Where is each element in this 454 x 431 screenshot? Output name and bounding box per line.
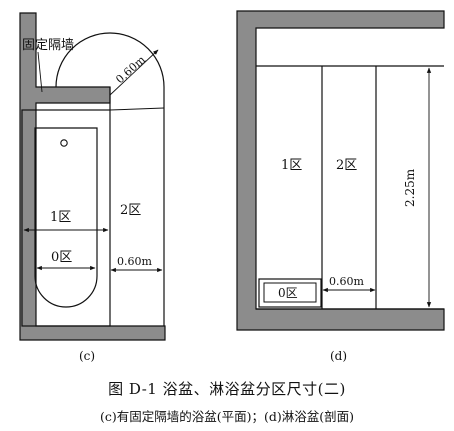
wall-label: 固定隔墙 [22,38,74,53]
drain-icon [60,139,68,147]
figure-subcaption: (c)有固定隔墙的浴盆(平面)；(d)淋浴盆(剖面) [99,409,355,424]
panel-c-label: (c) [79,349,95,363]
zone1-label-d: 1区 [281,158,302,173]
bathtub-outer [21,109,111,327]
panel-d-label: (d) [330,349,347,363]
width-dimension-label-d: 0.60m [329,275,364,288]
zone2-label: 2区 [120,203,141,218]
shower-tray [258,278,322,308]
zone1-edge [109,107,165,111]
wall-label-leader [37,51,43,93]
height-dimension-label: 2.25m [403,168,417,207]
arc-dimension-label: 0.60m [113,53,148,86]
bathtub-basin [34,127,98,308]
arc-dimension-line [109,49,159,96]
shower-tray-inner [263,282,317,303]
zone2-label-d: 2区 [336,158,357,173]
panel-c: 0.60m 固定隔墙 1区 0区 2区 0.60m (c) [19,12,166,363]
figure-caption: 图 D-1 浴盆、淋浴盆分区尺寸(二) [108,380,346,398]
width-dimension-label: 0.60m [117,255,152,268]
panel-d: 0区 1区 2区 0.60m 2.25m (d) [236,10,445,363]
zone0-label: 0区 [51,250,72,265]
panel-c-walls [19,12,166,341]
zone2-arc [55,32,165,108]
zone0-label-d: 0区 [278,286,298,300]
zone1-label: 1区 [50,210,71,225]
